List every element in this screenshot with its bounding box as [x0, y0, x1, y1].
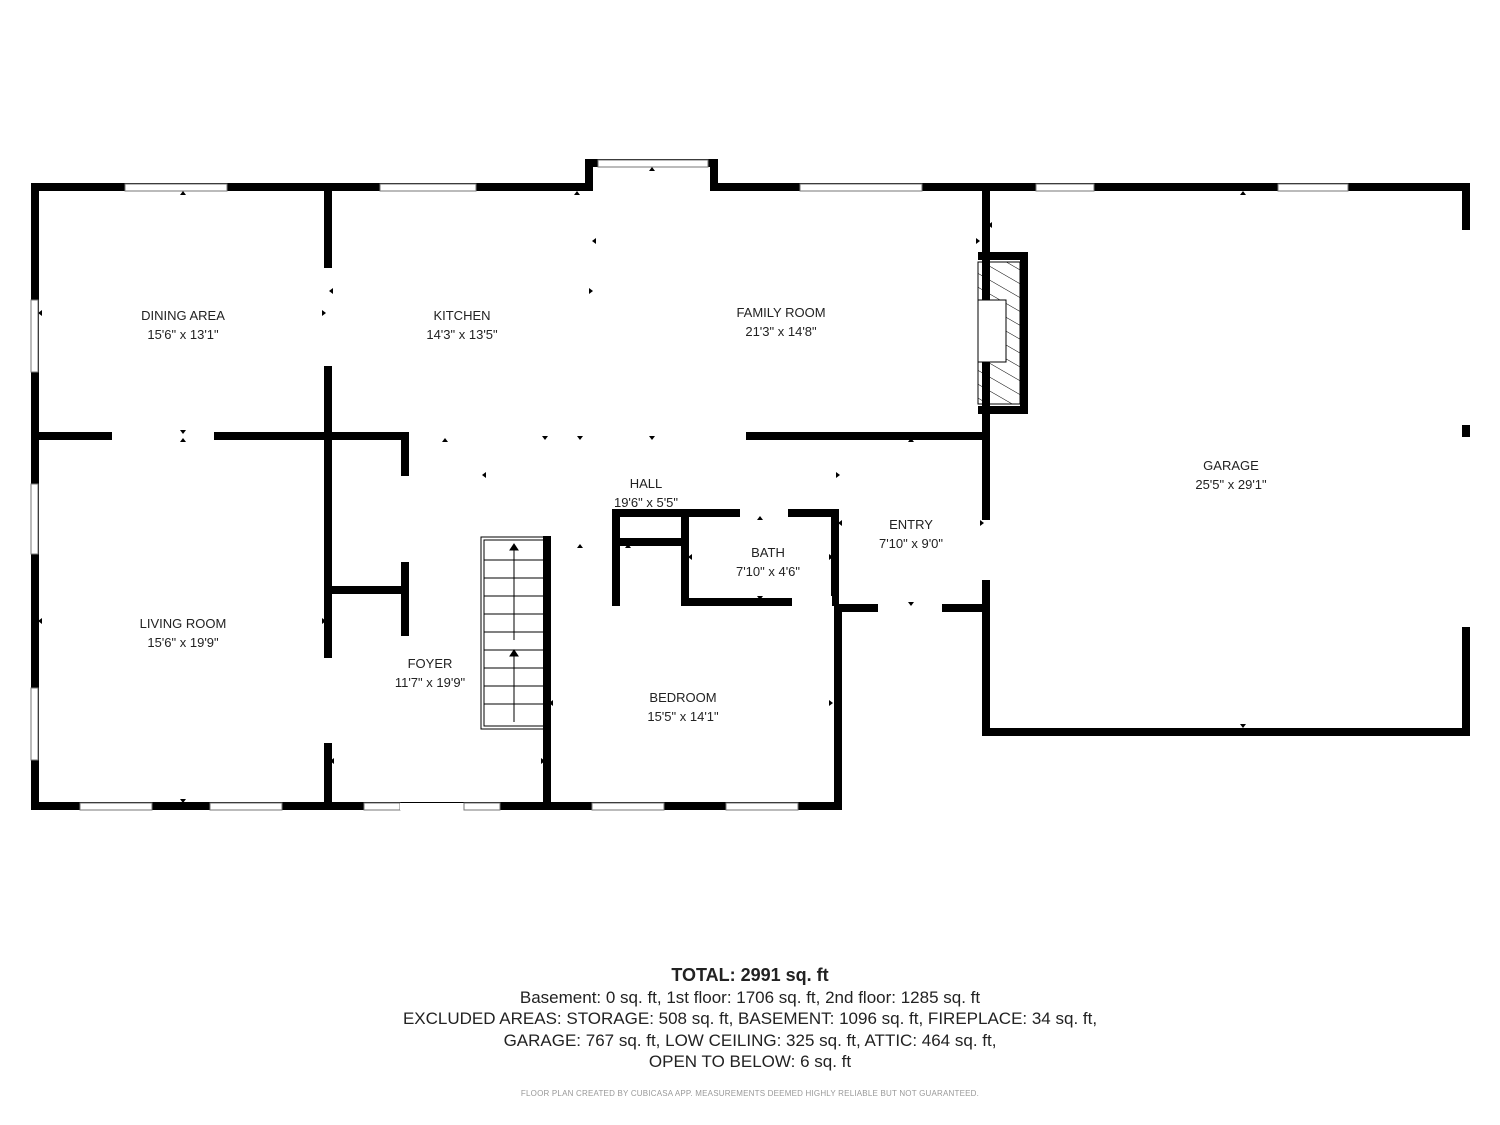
- room-dimensions: 7'10" x 4'6": [735, 564, 801, 579]
- room-name: BEDROOM: [649, 690, 717, 705]
- room-name: HALL: [629, 476, 663, 491]
- staircase: [480, 536, 548, 730]
- windows: [30, 159, 1349, 811]
- room-name: FOYER: [407, 656, 453, 671]
- room-name: BATH: [751, 545, 785, 560]
- total-area: TOTAL: 2991 sq. ft: [671, 965, 829, 985]
- room-dining-area: DINING AREA 15'6" x 13'1": [141, 306, 225, 344]
- room-name: GARAGE: [1203, 458, 1259, 473]
- disclaimer: FLOOR PLAN CREATED BY CUBICASA APP. MEAS…: [520, 1089, 980, 1098]
- room-dimensions: 14'3" x 13'5": [426, 327, 498, 342]
- room-name: ENTRY: [889, 517, 933, 532]
- room-name: FAMILY ROOM: [736, 305, 826, 320]
- room-name: DINING AREA: [141, 308, 225, 323]
- openings: [112, 230, 1472, 743]
- room-name: LIVING ROOM: [139, 616, 227, 631]
- summary-line-floors: Basement: 0 sq. ft, 1st floor: 1706 sq. …: [519, 987, 981, 1007]
- room-family-room: FAMILY ROOM 21'3" x 14'8": [736, 303, 825, 341]
- room-dimensions: 21'3" x 14'8": [745, 324, 817, 339]
- room-garage: GARAGE 25'5" x 29'1": [1195, 456, 1266, 494]
- summary-line-open: OPEN TO BELOW: 6 sq. ft: [648, 1052, 852, 1071]
- room-dimensions: 11'7" x 19'9": [394, 675, 466, 690]
- room-hall: HALL 19'6" x 5'5": [614, 474, 678, 512]
- room-kitchen: KITCHEN 14'3" x 13'5": [426, 306, 497, 344]
- room-dimensions: 15'6" x 19'9": [147, 635, 219, 650]
- room-bedroom: BEDROOM 15'5" x 14'1": [647, 688, 718, 726]
- room-dimensions: 25'5" x 29'1": [1195, 477, 1267, 492]
- room-name: KITCHEN: [433, 308, 491, 323]
- area-summary: TOTAL: 2991 sq. ft Basement: 0 sq. ft, 1…: [0, 965, 1500, 1073]
- room-dimensions: 15'5" x 14'1": [647, 709, 719, 724]
- tick-markers: [38, 167, 1246, 803]
- fireplace: [977, 261, 1021, 405]
- room-bath: BATH 7'10" x 4'6": [736, 543, 800, 581]
- room-living-room: LIVING ROOM 15'6" x 19'9": [140, 614, 227, 652]
- room-dimensions: 7'10" x 9'0": [878, 536, 944, 551]
- room-dimensions: 19'6" x 5'5": [613, 495, 679, 510]
- room-entry: ENTRY 7'10" x 9'0": [879, 515, 943, 553]
- summary-line-excluded-cont: GARAGE: 767 sq. ft, LOW CEILING: 325 sq.…: [503, 1030, 997, 1050]
- room-dimensions: 15'6" x 13'1": [147, 327, 219, 342]
- room-foyer: FOYER 11'7" x 19'9": [395, 654, 465, 692]
- summary-line-excluded: EXCLUDED AREAS: STORAGE: 508 sq. ft, BAS…: [402, 1009, 1098, 1028]
